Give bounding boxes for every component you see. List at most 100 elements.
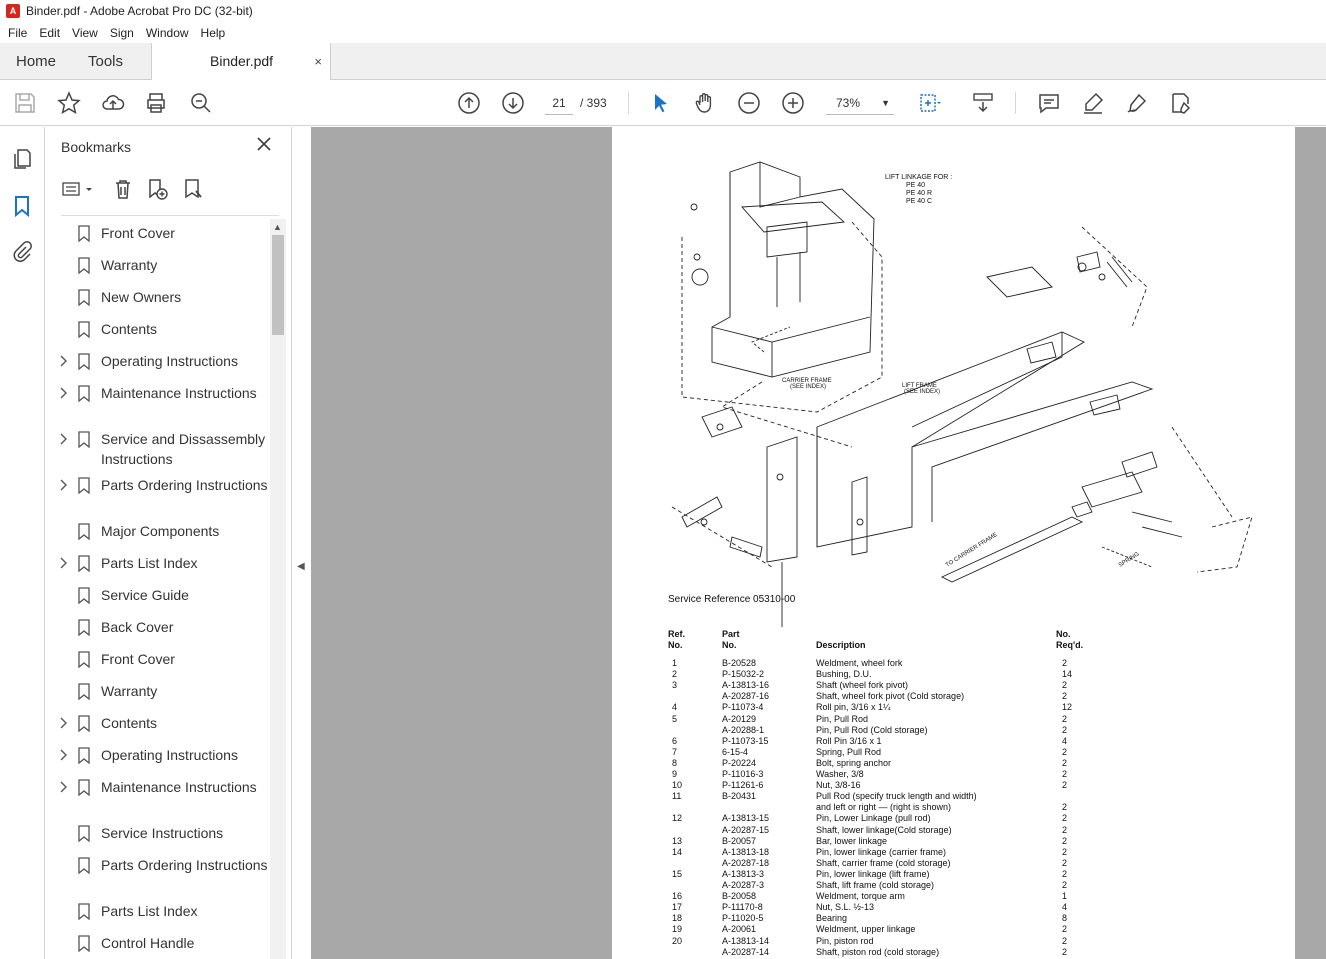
chevron-right-icon[interactable] bbox=[58, 478, 68, 492]
chevron-right-icon[interactable] bbox=[58, 556, 68, 570]
tab-document[interactable]: Binder.pdf × bbox=[151, 43, 331, 81]
tab-close-icon[interactable]: × bbox=[314, 54, 322, 69]
bookmark-icon bbox=[78, 289, 90, 306]
next-page-icon[interactable] bbox=[500, 90, 526, 116]
bookmark-label: Operating Instructions bbox=[101, 747, 238, 763]
search-zoom-icon[interactable] bbox=[188, 90, 214, 116]
quantity-cell: 2 bbox=[1062, 658, 1068, 668]
menu-sign[interactable]: Sign bbox=[109, 25, 134, 40]
description-cell: Pin, Lower Linkage (pull rod) bbox=[816, 813, 931, 824]
bookmark-label: Front Cover bbox=[101, 651, 175, 667]
tab-document-label: Binder.pdf bbox=[210, 53, 274, 69]
bookmark-label: Warranty bbox=[101, 257, 158, 273]
description-cell: Nut, S.L. ½-13 bbox=[816, 902, 875, 913]
bookmark-options-icon[interactable] bbox=[61, 177, 95, 201]
ref-cell: 14 bbox=[672, 846, 683, 857]
part-number-cell: A-20287-15 bbox=[722, 824, 770, 835]
collapse-panel-handle[interactable]: ◀ bbox=[292, 127, 311, 959]
ref-cell: 13 bbox=[672, 835, 683, 846]
menu-window[interactable]: Window bbox=[145, 25, 189, 40]
description-cell: Weldment, upper linkage bbox=[816, 924, 916, 935]
select-cursor-icon[interactable] bbox=[648, 90, 674, 116]
part-number-cell: P-11170-8 bbox=[722, 902, 763, 913]
cloud-upload-icon[interactable] bbox=[100, 90, 126, 116]
part-number-cell: A-13813-15 bbox=[722, 813, 770, 824]
tab-home[interactable]: Home bbox=[16, 53, 57, 70]
previous-page-icon[interactable] bbox=[456, 90, 482, 116]
ref-cell: 17 bbox=[672, 902, 683, 913]
delete-icon[interactable] bbox=[111, 177, 135, 201]
ref-cell: 12 bbox=[672, 813, 683, 824]
zoom-in-icon[interactable] bbox=[780, 90, 806, 116]
scroll-up-icon[interactable]: ▲ bbox=[273, 222, 282, 232]
menu-view[interactable]: View bbox=[72, 25, 98, 40]
document-viewport[interactable]: LIFT LINKAGE FOR : PE 40 PE 40 R PE 40 C… bbox=[311, 127, 1326, 959]
part-number-cell: A-20129 bbox=[722, 713, 757, 724]
bookmark-icon bbox=[78, 523, 90, 540]
bookmark-icon bbox=[78, 825, 90, 842]
part-number-cell: B-20528 bbox=[722, 658, 757, 668]
close-icon[interactable] bbox=[255, 135, 273, 153]
chevron-right-icon[interactable] bbox=[58, 354, 68, 368]
quantity-cell: 2 bbox=[1062, 757, 1068, 768]
highlight-pen-icon[interactable] bbox=[1080, 90, 1106, 116]
new-bookmark-icon[interactable] bbox=[145, 177, 169, 201]
save-icon[interactable] bbox=[12, 90, 38, 116]
hand-tool-icon[interactable] bbox=[692, 90, 718, 116]
part-number-cell: P-11016-3 bbox=[722, 769, 764, 779]
bookmark-label: Control Handle bbox=[101, 935, 195, 951]
part-number-cell: A-20287-14 bbox=[722, 946, 770, 957]
page-thumbnails-icon[interactable] bbox=[10, 147, 34, 171]
description-cell: Shaft, lift frame (cold storage) bbox=[816, 880, 935, 890]
tab-tools[interactable]: Tools bbox=[88, 53, 124, 70]
sign-pen-icon[interactable] bbox=[1124, 90, 1150, 116]
bookmarks-panel-icon[interactable] bbox=[10, 194, 34, 218]
left-rail bbox=[0, 127, 45, 959]
label-lift-frame: LIFT FRAME bbox=[902, 383, 937, 389]
chevron-right-icon[interactable] bbox=[58, 748, 68, 762]
bookmark-icon bbox=[78, 779, 90, 796]
zoom-level-select[interactable]: 73% ▼ bbox=[826, 91, 894, 115]
comment-icon[interactable] bbox=[1036, 90, 1062, 116]
page-number-input[interactable] bbox=[545, 91, 573, 115]
part-number-cell: P-11073-15 bbox=[722, 735, 769, 746]
part-number-cell: A-13813-3 bbox=[722, 868, 765, 879]
scroll-mode-icon[interactable] bbox=[970, 90, 996, 116]
bookmark-label: Parts Ordering Instructions bbox=[101, 857, 268, 873]
part-number-cell: A-20061 bbox=[722, 924, 757, 935]
fit-page-icon[interactable] bbox=[916, 90, 942, 116]
chevron-right-icon[interactable] bbox=[58, 386, 68, 400]
menu-edit[interactable]: Edit bbox=[39, 25, 61, 40]
bookmark-icon bbox=[78, 903, 90, 920]
bookmarks-scrollbar[interactable]: ▲ bbox=[270, 219, 286, 959]
document-scroll-area[interactable] bbox=[1296, 127, 1326, 959]
attachments-icon[interactable] bbox=[10, 240, 34, 264]
description-cell: Shaft, lower linkage(Cold storage) bbox=[816, 824, 952, 835]
print-icon[interactable] bbox=[143, 90, 169, 116]
chevron-right-icon[interactable] bbox=[58, 780, 68, 794]
zoom-out-icon[interactable] bbox=[736, 90, 762, 116]
toolbar-divider bbox=[628, 92, 629, 114]
chevron-right-icon[interactable] bbox=[58, 716, 68, 730]
bookmark-search-icon[interactable] bbox=[181, 177, 205, 201]
quantity-cell: 2 bbox=[1062, 680, 1068, 691]
part-number-cell: A-13813-18 bbox=[722, 846, 770, 857]
page-total: / 393 bbox=[580, 96, 607, 110]
menu-file[interactable]: File bbox=[8, 25, 28, 40]
chevron-right-icon[interactable] bbox=[58, 432, 68, 446]
menu-help[interactable]: Help bbox=[200, 25, 226, 40]
star-icon[interactable] bbox=[56, 90, 82, 116]
bookmark-label: Parts List Index bbox=[101, 903, 198, 919]
bookmark-icon bbox=[78, 477, 90, 494]
scrollbar-thumb[interactable] bbox=[272, 235, 284, 335]
quantity-cell: 2 bbox=[1062, 924, 1068, 935]
edit-pdf-icon[interactable] bbox=[1168, 90, 1194, 116]
